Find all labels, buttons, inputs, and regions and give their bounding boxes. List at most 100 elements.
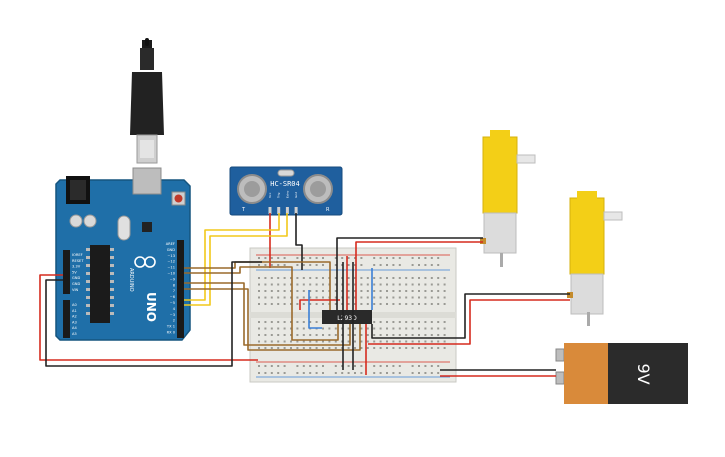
- sensor-right-mark: R: [326, 207, 330, 213]
- arduino-model-label: UNO: [144, 292, 158, 322]
- breadboard-hole: [443, 290, 446, 292]
- breadboard-hole: [386, 277, 388, 279]
- breadboard-hole: [296, 257, 299, 259]
- sensor-pin: [285, 207, 289, 214]
- breadboard-hole: [354, 303, 356, 305]
- breadboard-hole: [354, 327, 356, 330]
- breadboard-hole: [418, 257, 420, 259]
- wire-ctrl-4: [184, 288, 361, 351]
- breadboard-hole: [430, 283, 433, 286]
- pin-label: ~10: [167, 272, 175, 276]
- breadboard-hole: [386, 296, 388, 299]
- breadboard-hole: [302, 347, 305, 349]
- breadboard-hole: [315, 321, 318, 323]
- breadboard-hole: [405, 334, 408, 336]
- breadboard-hole: [354, 334, 356, 336]
- breadboard-hole: [392, 347, 395, 349]
- breadboard-hole: [309, 321, 312, 323]
- breadboard-hole: [418, 296, 420, 299]
- breadboard-hole: [424, 257, 427, 259]
- breadboard-hole: [277, 264, 280, 266]
- breadboard-hole: [258, 334, 260, 336]
- breadboard-hole: [430, 264, 433, 266]
- breadboard-hole: [366, 334, 369, 336]
- breadboard-hole: [283, 303, 286, 305]
- breadboard-hole: [366, 303, 369, 305]
- breadboard-hole: [411, 290, 414, 292]
- breadboard-hole: [296, 283, 299, 286]
- wire-ctrl-2: [184, 266, 339, 341]
- breadboard-hole: [373, 340, 376, 343]
- breadboard-hole: [296, 321, 299, 323]
- breadboard-hole: [386, 264, 388, 266]
- breadboard-hole: [328, 347, 331, 349]
- breadboard-hole: [443, 277, 446, 279]
- breadboard-hole: [424, 372, 427, 374]
- crystal-oscillator: [117, 215, 131, 241]
- breadboard-hole: [270, 365, 273, 367]
- breadboard-hole: [309, 290, 312, 292]
- breadboard-hole: [302, 372, 305, 374]
- breadboard-hole: [334, 334, 337, 336]
- breadboard-hole: [322, 340, 324, 343]
- breadboard-hole: [270, 283, 273, 286]
- breadboard-hole: [398, 321, 401, 323]
- breadboard-hole: [411, 321, 414, 323]
- breadboard-hole: [315, 283, 318, 286]
- breadboard-hole: [302, 321, 305, 323]
- breadboard-hole: [277, 257, 280, 259]
- breadboard-hole: [354, 372, 356, 374]
- breadboard-hole: [405, 296, 408, 299]
- breadboard-hole: [430, 303, 433, 305]
- pin-label: 4: [173, 307, 176, 311]
- breadboard-hole: [360, 296, 363, 299]
- wire-sensor-gnd: [295, 213, 303, 270]
- breadboard-hole: [392, 283, 395, 286]
- breadboard-hole: [315, 334, 318, 336]
- sensor-pin: [294, 207, 298, 214]
- breadboard-hole: [258, 264, 260, 266]
- breadboard-hole: [290, 277, 292, 279]
- breadboard-hole: [264, 283, 267, 286]
- breadboard-hole: [302, 365, 305, 367]
- breadboard-hole: [322, 347, 324, 349]
- breadboard-hole: [373, 290, 376, 292]
- breadboard-hole: [283, 321, 286, 323]
- breadboard-hole: [290, 340, 292, 343]
- breadboard-hole: [386, 327, 388, 330]
- breadboard-hole: [386, 290, 388, 292]
- breadboard-hole: [315, 264, 318, 266]
- breadboard-hole: [315, 372, 318, 374]
- breadboard-hole: [405, 290, 408, 292]
- breadboard-hole: [322, 283, 324, 286]
- breadboard-hole: [277, 283, 280, 286]
- breadboard-hole: [360, 340, 363, 343]
- breadboard-hole: [398, 365, 401, 367]
- breadboard-hole: [360, 264, 363, 266]
- breadboard-hole: [264, 372, 267, 374]
- breadboard-hole: [386, 321, 388, 323]
- breadboard-hole: [430, 296, 433, 299]
- breadboard-hole: [302, 296, 305, 299]
- breadboard-hole: [347, 347, 350, 349]
- breadboard-hole: [334, 264, 337, 266]
- breadboard-hole: [360, 277, 363, 279]
- breadboard-hole: [258, 296, 260, 299]
- reset-button-icon[interactable]: [171, 191, 186, 206]
- breadboard-hole: [418, 264, 420, 266]
- breadboard-hole: [424, 340, 427, 343]
- pin-label: ~12: [167, 260, 175, 264]
- breadboard-hole: [354, 296, 356, 299]
- pin-label: IOREF: [72, 253, 83, 257]
- breadboard-hole: [341, 257, 344, 259]
- breadboard-hole: [302, 334, 305, 336]
- pin-label: 8: [173, 283, 176, 287]
- breadboard-hole: [411, 277, 414, 279]
- breadboard-hole: [258, 347, 260, 349]
- breadboard-hole: [334, 327, 337, 330]
- breadboard-hole: [398, 257, 401, 259]
- breadboard-hole: [392, 257, 395, 259]
- breadboard-hole: [347, 277, 350, 279]
- breadboard-hole: [283, 334, 286, 336]
